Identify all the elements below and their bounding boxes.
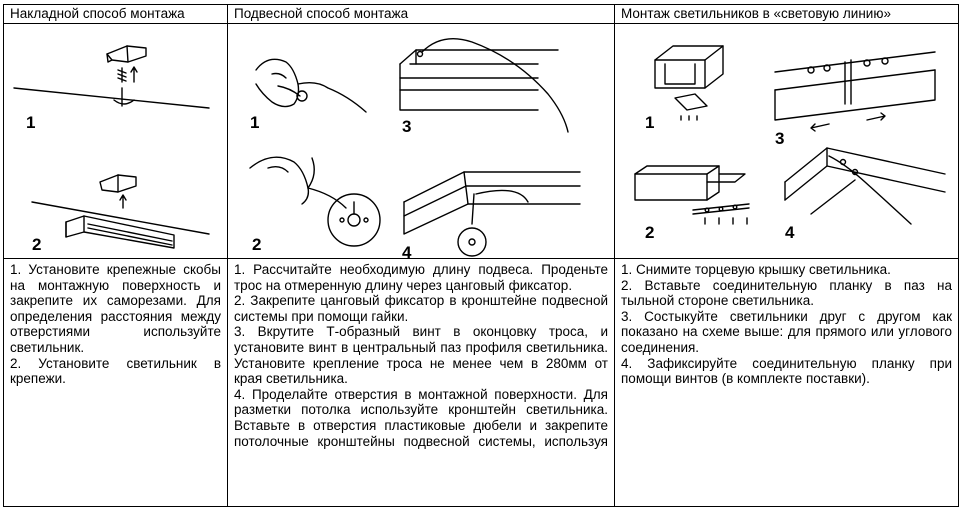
instruction-paragraph: 4. Зафиксируйте соединительную планку пр… bbox=[621, 355, 952, 387]
instruction-paragraph: 4. Проделайте отверстия в монтажной пове… bbox=[234, 386, 608, 449]
surface-mount-instructions: 1. Установите крепежные скобы на монтажн… bbox=[3, 258, 228, 507]
suspended-mount-drawing: 1 2 3 4 bbox=[249, 38, 581, 258]
light-line-drawing: 1 2 3 4 bbox=[634, 45, 946, 242]
step-number: 2 bbox=[645, 223, 654, 242]
instruction-paragraph: 3. Вкрутите Т-образный винт в оконцовку … bbox=[234, 324, 608, 387]
header-suspended-mount: Подвесной способ монтажа bbox=[227, 4, 615, 24]
instruction-paragraph: 1. Установите крепежные скобы на монтажн… bbox=[10, 262, 221, 355]
suspended-mount-instructions: 1. Рассчитайте необходимую длину подвеса… bbox=[227, 258, 615, 507]
step-number: 1 bbox=[250, 113, 259, 132]
light-line-instructions: 1. Снимите торцевую крышку светильника. … bbox=[614, 258, 959, 507]
light-line-illustrations: 1 2 3 4 bbox=[614, 23, 959, 259]
step-number: 4 bbox=[785, 223, 795, 242]
step-number: 1 bbox=[26, 113, 35, 132]
step-number: 2 bbox=[32, 235, 41, 254]
instruction-paragraph: 1. Снимите торцевую крышку светильника. bbox=[621, 262, 891, 277]
instruction-paragraph: 2. Вставьте соединительную планку в паз … bbox=[621, 277, 952, 309]
suspended-mount-illustrations: 1 2 3 4 bbox=[227, 23, 615, 259]
step-number: 3 bbox=[775, 129, 784, 148]
step-number: 1 bbox=[645, 113, 654, 132]
surface-mount-illustrations: 1 2 bbox=[3, 23, 228, 259]
step-number: 3 bbox=[402, 117, 411, 136]
step-number: 4 bbox=[402, 243, 412, 258]
top-cut bbox=[0, 0, 960, 4]
instruction-paragraph: 3. Состыкуйте светильники друг с другом … bbox=[621, 308, 952, 355]
header-surface-mount: Накладной способ монтажа bbox=[3, 4, 228, 24]
instruction-paragraph: 2. Установите светильник в крепежи. bbox=[10, 355, 221, 387]
instruction-paragraph: 2. Закрепите цанговый фиксатор в кронште… bbox=[234, 293, 608, 324]
instruction-paragraph: 1. Рассчитайте необходимую длину подвеса… bbox=[234, 262, 608, 293]
step-number: 2 bbox=[252, 235, 261, 254]
surface-mount-drawing: 1 2 bbox=[13, 45, 210, 254]
header-light-line-mount: Монтаж светильников в «световую линию» bbox=[614, 4, 959, 24]
mounting-table: Накладной способ монтажа Подвесной спосо… bbox=[3, 4, 959, 507]
